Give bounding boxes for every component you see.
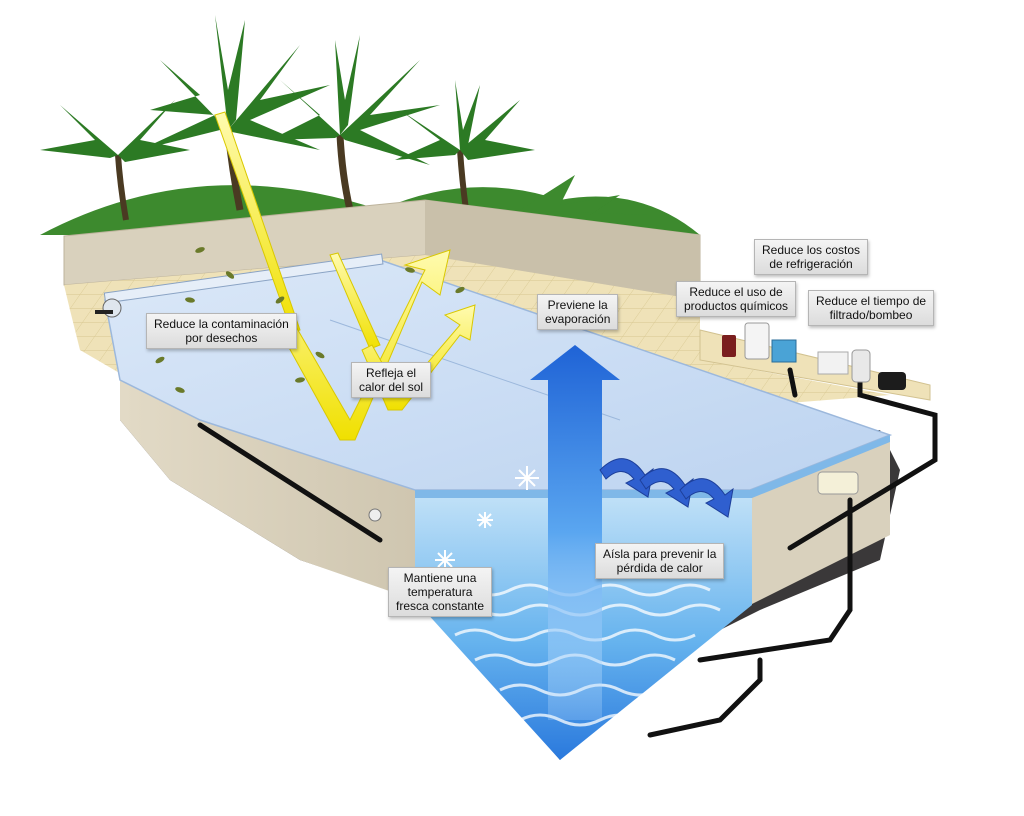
leaf-icon — [155, 247, 465, 393]
palm-tree-icon — [40, 15, 700, 235]
snowflake-icon — [435, 466, 539, 570]
front-wall — [120, 380, 415, 600]
skimmer-icon — [817, 471, 859, 495]
evaporation-arrow — [530, 345, 620, 720]
heat-retention-arrows — [599, 458, 734, 518]
return-jet-icon — [368, 508, 382, 522]
plumbing-pipes — [197, 367, 938, 738]
pump-icon — [817, 349, 906, 390]
cover-reel-icon — [95, 253, 384, 318]
chemical-bottle-icon — [722, 322, 797, 363]
